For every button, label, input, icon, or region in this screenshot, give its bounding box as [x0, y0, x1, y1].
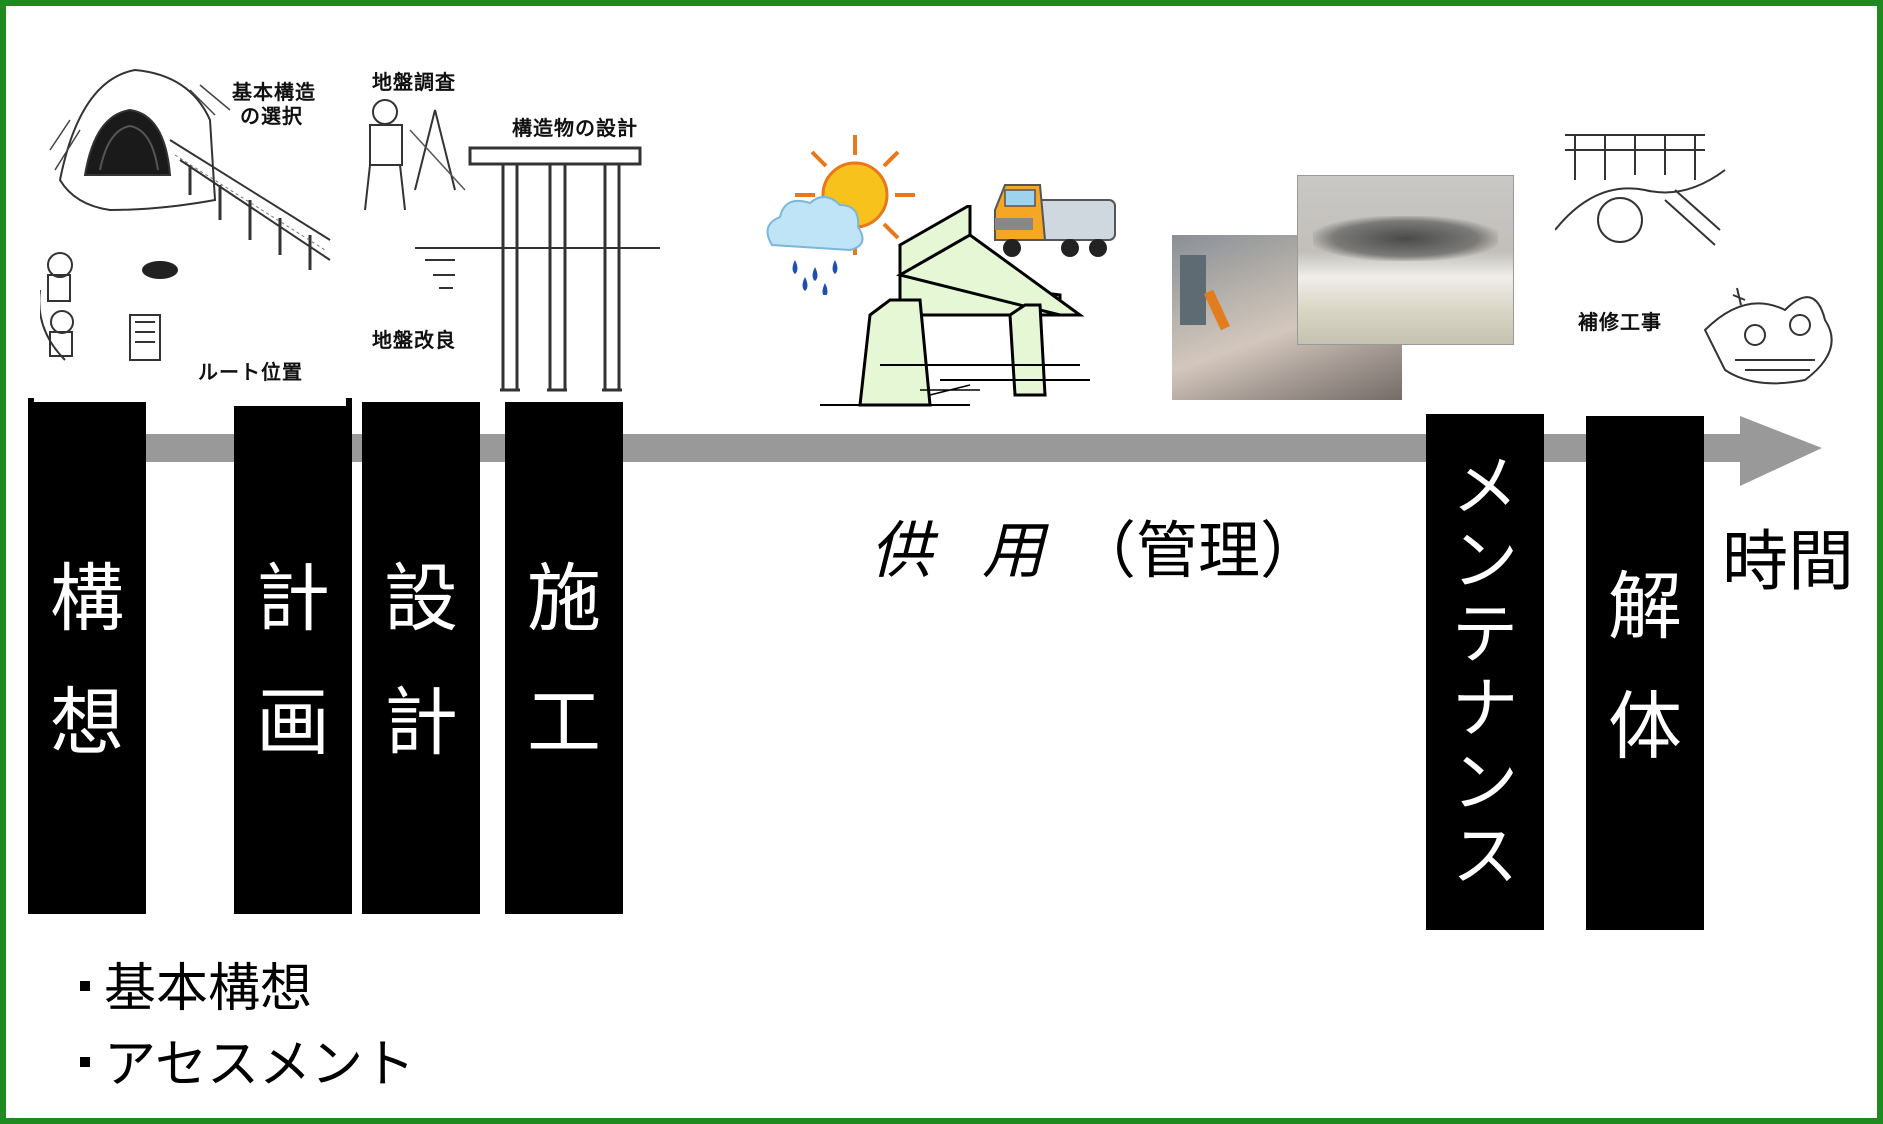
phase-demolition-char-1: 解 [1608, 564, 1682, 650]
phase-maintenance-char-2: ン [1452, 522, 1518, 599]
phase-planning-char-1: 計 [256, 556, 330, 642]
repair-work-illustration [1555, 134, 1833, 385]
phase-concept: 構 想 [28, 402, 146, 914]
phase-planning: 計 画 [234, 406, 352, 914]
label-structure-design: 構造物の設計 [512, 116, 638, 140]
bridge-illustration [820, 205, 1090, 407]
phase-concept-tick [28, 398, 34, 406]
time-axis-label: 時間 [1722, 523, 1854, 600]
note-item-1-text: 基本構想 [104, 959, 313, 1019]
concrete-damage-photo [1297, 175, 1514, 345]
label-basic-structure-selection-1: 基本構造 [232, 80, 316, 104]
label-basic-structure-selection-2: の選択 [240, 104, 303, 128]
phase-maintenance-char-6: ス [1452, 818, 1518, 895]
label-ground-improvement: 地盤改良 [372, 328, 456, 352]
phase-maintenance-char-5: ン [1452, 744, 1518, 821]
weather-illustration [766, 135, 915, 295]
label-ground-survey: 地盤調査 [372, 70, 456, 94]
label-route-position: ルート位置 [198, 360, 303, 384]
phase-design-char-1: 設 [384, 556, 458, 642]
truck-illustration [994, 184, 1116, 257]
planning-sketch-illustration [40, 68, 331, 361]
phase-construction-char-2: 工 [527, 680, 601, 766]
phase-planning-char-2: 画 [256, 680, 330, 766]
phase-concept-char-2: 想 [50, 680, 124, 766]
phase-demolition: 解 体 [1586, 416, 1704, 930]
phase-design-char-2: 計 [384, 680, 458, 766]
phase-maintenance-char-4: ナ [1452, 670, 1518, 747]
note-item-2: アセスメント [80, 1022, 415, 1097]
phase-concept-char-1: 構 [50, 556, 124, 642]
phase-construction: 施 工 [505, 402, 623, 914]
phase-maintenance-char-1: メ [1452, 448, 1518, 525]
phase-demolition-char-2: 体 [1608, 684, 1682, 770]
design-sketch-illustration [364, 99, 660, 392]
label-repair-work: 補修工事 [1578, 310, 1662, 334]
phase-maintenance: メ ン テ ナ ン ス [1426, 414, 1544, 930]
phase-design: 設 計 [362, 402, 480, 914]
bullet-dot [80, 981, 90, 991]
usage-word-2: 用 [982, 514, 1045, 587]
usage-label: 供用 （管理） [870, 500, 1322, 590]
usage-word-1: 供 [870, 514, 933, 587]
note-item-1: 基本構想 [80, 946, 312, 1021]
bullet-dot [80, 1057, 90, 1067]
phase-construction-char-1: 施 [527, 556, 601, 642]
phase-planning-tick [346, 398, 352, 408]
note-item-2-text: アセスメント [104, 1035, 415, 1095]
phase-maintenance-char-3: テ [1452, 596, 1518, 673]
usage-management: （管理） [1074, 514, 1323, 587]
